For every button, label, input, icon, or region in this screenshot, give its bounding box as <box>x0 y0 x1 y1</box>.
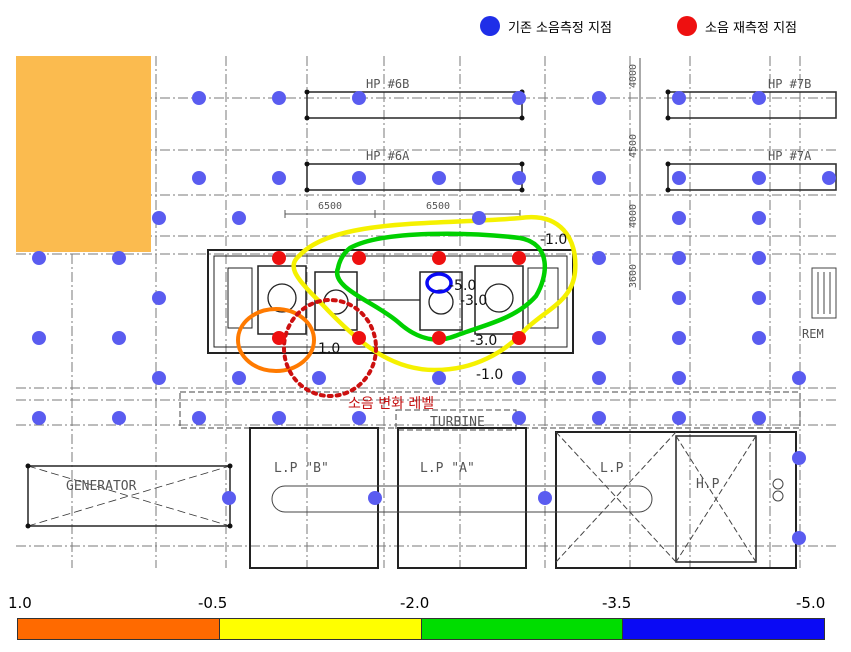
scale-tick-4: -5.0 <box>796 594 826 612</box>
contour-green <box>334 231 548 342</box>
contour-blue <box>425 272 453 294</box>
label-hp6b: HP #6B <box>366 77 409 91</box>
label-hp7a: HP #7A <box>768 149 812 163</box>
remeasure-points <box>272 251 526 345</box>
contour-label-green: -3.0 <box>470 333 497 349</box>
red-dot-icon <box>677 16 697 36</box>
heater-hp7a <box>667 163 837 191</box>
contour-label-blue: -5.0 <box>449 278 476 294</box>
label-lp-a: L.P "A" <box>420 461 475 476</box>
scale-tick-3: -3.5 <box>602 594 632 612</box>
label-lp-b: L.P "B" <box>274 461 329 476</box>
dim-6500-left: 6500 <box>318 201 342 212</box>
dim-4000-top: 4000 <box>628 64 639 88</box>
dim-4500: 4500 <box>628 134 639 158</box>
label-lp: L.P <box>600 461 624 476</box>
contour-label-green-inner: -3.0 <box>460 293 487 309</box>
legend-remeasure-label: 소음 재측정 지점 <box>705 20 797 36</box>
dim-3600: 3600 <box>628 264 639 288</box>
scale-tick-0: 1.0 <box>8 594 32 612</box>
dim-4000-mid: 4000 <box>628 204 639 228</box>
scale-segment-orange <box>18 619 220 639</box>
noise-change-color-scale <box>17 618 825 640</box>
contour-yellow <box>291 214 578 373</box>
lp-a-casing <box>397 427 527 569</box>
contour-label-yellow-bottom: -1.0 <box>476 367 503 383</box>
scale-segment-green <box>421 619 624 639</box>
heater-hp7b <box>667 91 837 119</box>
legend-existing: 기존 소음측정 지점 <box>480 14 612 38</box>
plant-floor-plan: HP #6B HP #6A HP #7B HP #7A 6500 6500 40… <box>16 56 837 569</box>
contour-label-orange: 1.0 <box>318 341 340 357</box>
label-rem: REM <box>802 327 824 341</box>
label-generator: GENERATOR <box>66 479 137 494</box>
scale-segment-blue <box>623 619 824 639</box>
label-hp7b: HP #7B <box>768 77 811 91</box>
scale-tick-2: -2.0 <box>400 594 430 612</box>
scale-tick-1: -0.5 <box>198 594 228 612</box>
contour-label-yellow-top: -1.0 <box>540 232 567 248</box>
label-hp6a: HP #6A <box>366 149 410 163</box>
label-turbine: TURBINE <box>430 415 485 430</box>
scale-segment-yellow <box>219 619 422 639</box>
contour-orange <box>236 307 316 373</box>
dim-6500-right: 6500 <box>426 201 450 212</box>
label-hp: H.P <box>696 477 720 492</box>
noise-change-annotation: 소음 변화 레벨 <box>348 396 434 412</box>
contour-red-dotted <box>282 298 378 398</box>
legend-existing-label: 기존 소음측정 지점 <box>508 20 612 36</box>
heater-hp6b <box>306 91 523 119</box>
legend-remeasure: 소음 재측정 지점 <box>677 14 797 38</box>
existing-measurement-points <box>32 91 836 545</box>
blue-dot-icon <box>480 16 500 36</box>
restricted-area-block <box>16 56 151 252</box>
